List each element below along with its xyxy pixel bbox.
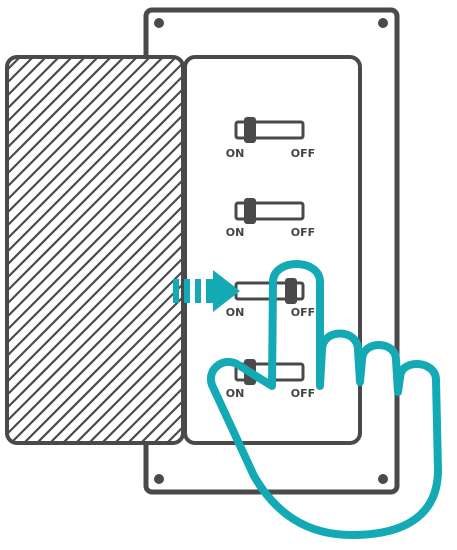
switch-1[interactable]: ON OFF	[226, 117, 315, 160]
hatch-line	[7, 57, 86, 443]
pointing-hand-icon	[206, 260, 442, 539]
hatch-line	[101, 57, 183, 443]
hatch-line	[75, 57, 183, 443]
switch-off-label: OFF	[291, 226, 315, 239]
hatch-line	[7, 57, 183, 443]
switch-off-label: OFF	[291, 387, 315, 400]
switch-on-label: ON	[226, 387, 245, 400]
hatch-line	[7, 57, 183, 443]
hatch-line	[114, 57, 183, 443]
hatch-line	[7, 57, 183, 443]
arrow-right-icon	[173, 270, 240, 312]
hatch-line	[7, 57, 177, 443]
hatch-line	[36, 57, 183, 443]
hatch-line	[7, 57, 183, 443]
switch-lever[interactable]	[285, 278, 297, 304]
hatch-line	[62, 57, 183, 443]
hatch-line	[23, 57, 183, 443]
hatch-line	[49, 57, 183, 443]
screw-bottom-right	[378, 474, 388, 484]
cover-hatch-pattern	[7, 57, 183, 443]
hatch-line	[7, 57, 183, 443]
hatch-line	[7, 57, 164, 443]
hatched-cover	[5, 55, 185, 445]
screw-top-right	[378, 18, 388, 28]
switch-on-label: ON	[226, 147, 245, 160]
screw-top-left	[154, 18, 164, 28]
hatch-line	[7, 57, 183, 443]
hatch-line	[7, 57, 151, 443]
hatch-line	[7, 57, 183, 443]
switch-2[interactable]: ON OFF	[226, 198, 315, 239]
switch-lever[interactable]	[244, 117, 256, 143]
hatch-line	[7, 57, 99, 443]
hatch-line	[7, 57, 112, 443]
hatch-line	[88, 57, 183, 443]
screw-bottom-left	[154, 474, 164, 484]
switch-on-label: ON	[226, 306, 245, 319]
hatch-line	[7, 57, 183, 443]
hatch-line	[7, 57, 183, 443]
hatch-line	[7, 57, 183, 443]
switch-on-label: ON	[226, 226, 245, 239]
switch-lever[interactable]	[244, 198, 256, 224]
hatch-line	[10, 57, 183, 443]
hatch-line	[7, 57, 138, 443]
hatch-line	[7, 57, 125, 443]
switch-off-label: OFF	[291, 147, 315, 160]
hatch-line	[7, 57, 183, 443]
hatch-line	[7, 57, 183, 443]
switch-off-label: OFF	[291, 306, 315, 319]
hatch-line	[7, 57, 183, 443]
hatch-line	[7, 57, 183, 443]
hatch-line	[7, 57, 183, 443]
hatch-line	[7, 57, 183, 443]
